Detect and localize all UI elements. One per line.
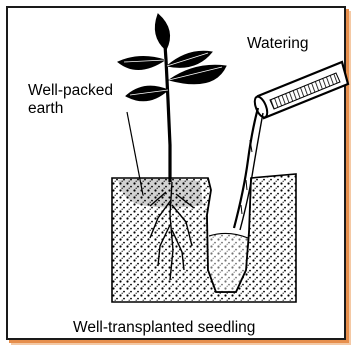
watering-spout [252,62,348,119]
seedling-stem [164,30,170,182]
figure-caption: Well-transplanted seedling [73,319,255,336]
well-packed-earth-label: Well-packed earth [28,82,113,118]
watering-label: Watering [247,35,308,52]
earth-label-line2: earth [28,100,113,118]
seedling-leaves [118,14,226,101]
planting-hole [207,178,251,292]
earth-label-line1: Well-packed [28,82,113,100]
soil-block [112,174,296,302]
